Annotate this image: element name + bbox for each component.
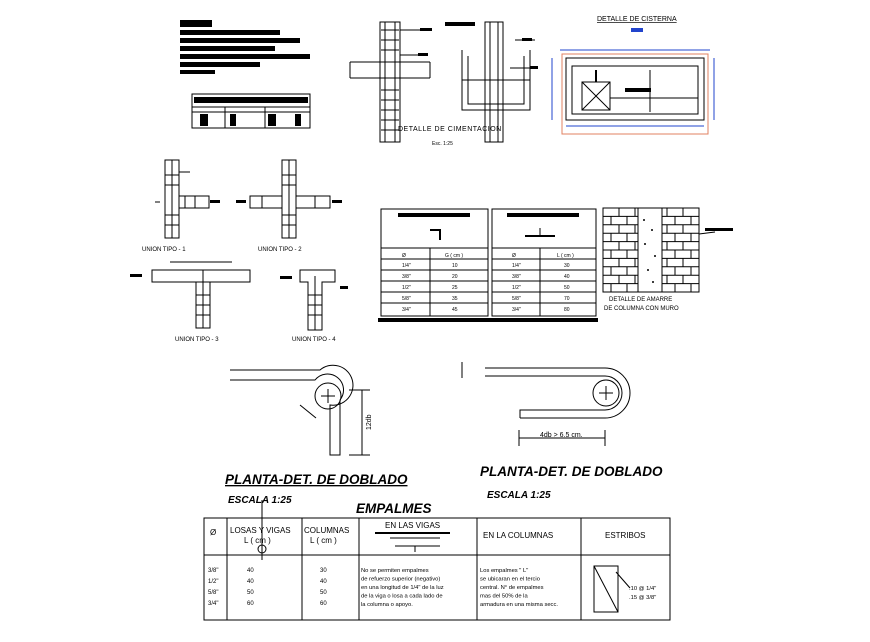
hook-l-value-cell: 30 <box>564 263 570 269</box>
hook-table-g: Ø G ( cm ) 1/4" 10 3/8" 20 1/2" 25 5/8" 35 3/4" 4… <box>380 208 489 317</box>
union-tipo-1-drawing <box>155 159 220 239</box>
empalmes-columnas-cell: 50 <box>320 590 327 596</box>
empalmes-header-vigas: EN LAS VIGAS <box>385 521 440 530</box>
hook-g-diam-cell: 1/4" <box>402 263 411 269</box>
empalmes-vigas-note: No se permiten empalmes de refuerzo super… <box>361 568 444 608</box>
empalmes-header-en-columnas: EN LA COLUMNAS <box>483 531 553 540</box>
empalmes-table <box>203 500 671 621</box>
hook-l-rows: 1/4" 30 3/8" 40 1/2" 50 5/8" 70 3/4" 80 <box>492 258 596 313</box>
empalmes-title: EMPALMES <box>356 501 432 516</box>
vigas-note-line: en una longitud de 1/4" de la luz <box>361 585 444 591</box>
empalmes-header-estribos: ESTRIBOS <box>605 531 645 540</box>
empalmes-columnas-cell: 60 <box>320 601 327 607</box>
empalmes-columnas-cell: 30 <box>320 568 327 574</box>
union-tipo-2-label: UNION TIPO - 2 <box>258 247 302 253</box>
doblado-left-title: PLANTA-DET. DE DOBLADO <box>225 472 408 487</box>
hook-l-diam-cell: 1/2" <box>512 285 521 291</box>
empalmes-columnas-cell: 40 <box>320 579 327 585</box>
empalmes-losas-cell: 60 <box>247 601 254 607</box>
hook-table-l: Ø L ( cm ) 1/4" 30 3/8" 40 1/2" 50 5/8" 70 3/4" 8… <box>491 208 597 317</box>
estribos-note-line: .10 @ 1/4" <box>629 586 656 592</box>
hook-g-header-g: G ( cm ) <box>445 253 463 259</box>
doblado-right-dim: 4db > 6.5 cm. <box>540 432 583 439</box>
vigas-note-line: de refuerzo superior (negativo) <box>361 577 440 583</box>
hook-l-diam-cell: 5/8" <box>512 296 521 302</box>
hook-g-value-cell: 25 <box>452 285 458 291</box>
doblado-right-scale: ESCALA 1:25 <box>487 490 551 501</box>
empalmes-diam-cell: 5/8" <box>208 590 218 596</box>
doblado-left-scale: ESCALA 1:25 <box>228 495 292 506</box>
hook-g-value-cell: 45 <box>452 307 458 313</box>
doblado-right-title: PLANTA-DET. DE DOBLADO <box>480 464 663 479</box>
empalmes-rows: 3/8" 40 30 1/2" 40 40 5/8" 50 50 3/4" 60 60 <box>208 568 327 607</box>
hook-l-value-cell: 80 <box>564 307 570 313</box>
cimentacion-title: DETALLE DE CIMENTACION <box>398 126 502 133</box>
hook-l-diam-cell: 3/8" <box>512 274 521 280</box>
hook-g-diam-cell: 3/8" <box>402 274 411 280</box>
cistern-title: DETALLE DE CISTERNA <box>597 16 677 23</box>
notes-block <box>180 20 310 74</box>
hook-g-header-diam: Ø <box>402 253 406 259</box>
empalmes-header-losas: LOSAS Y VIGAS <box>230 526 291 535</box>
empalmes-diam-cell: 3/4" <box>208 601 218 607</box>
empalmes-header-losas-unit: L ( cm ) <box>244 536 271 545</box>
empalmes-losas-cell: 40 <box>247 568 254 574</box>
union-tipo-1-label: UNION TIPO - 1 <box>142 247 186 253</box>
cimentacion-detail-1 <box>349 21 432 143</box>
amarre-title-line1: DETALLE DE AMARRE <box>609 297 672 303</box>
doblado-right-drawing <box>461 362 631 446</box>
doblado-left-drawing <box>230 364 370 456</box>
union-tipo-2-drawing <box>236 159 342 239</box>
empalmes-losas-cell: 50 <box>247 590 254 596</box>
columnas-note-line: mas del 50% de la <box>480 594 528 600</box>
hook-l-diam-cell: 1/4" <box>512 263 521 269</box>
hook-g-value-cell: 10 <box>452 263 458 269</box>
union-tipo-3-drawing <box>130 261 251 329</box>
union-tipo-4-drawing <box>280 269 348 331</box>
empalmes-estribos-note: .10 @ 1/4" .15 @ 3/8" <box>629 586 656 601</box>
hook-l-value-cell: 70 <box>564 296 570 302</box>
empalmes-diam-cell: 1/2" <box>208 579 218 585</box>
vigas-note-line: No se permiten empalmes <box>361 568 429 574</box>
amarre-wall <box>602 207 733 293</box>
estribos-note-line: .15 @ 3/8" <box>629 595 656 601</box>
hook-g-value-cell: 20 <box>452 274 458 280</box>
small-reinforcement-table <box>191 93 311 129</box>
hook-l-header-diam: Ø <box>512 253 516 259</box>
hook-l-header-l: L ( cm ) <box>557 253 574 259</box>
hook-g-diam-cell: 3/4" <box>402 307 411 313</box>
hook-l-value-cell: 50 <box>564 285 570 291</box>
hook-g-value-cell: 35 <box>452 296 458 302</box>
columnas-note-line: Los empalmes " L" <box>480 568 528 574</box>
doblado-left-dim: 12db <box>366 414 373 430</box>
columnas-note-line: central. N° de empalmes <box>480 585 544 591</box>
amarre-title-line2: DE COLUMNA CON MURO <box>604 306 679 312</box>
cimentacion-detail-2 <box>445 21 538 143</box>
union-tipo-3-label: UNION TIPO - 3 <box>175 337 219 343</box>
empalmes-header-columnas: COLUMNAS <box>304 526 349 535</box>
hook-l-value-cell: 40 <box>564 274 570 280</box>
hook-g-diam-cell: 5/8" <box>402 296 411 302</box>
vigas-note-line: la columna o apoyo. <box>361 602 413 608</box>
hook-g-rows: 1/4" 10 3/8" 20 1/2" 25 5/8" 35 3/4" 45 <box>381 258 488 313</box>
empalmes-header-columnas-unit: L ( cm ) <box>310 536 337 545</box>
union-tipo-4-label: UNION TIPO - 4 <box>292 337 336 343</box>
hook-g-diam-cell: 1/2" <box>402 285 411 291</box>
columnas-note-line: armadura en una misma secc. <box>480 602 558 608</box>
cimentacion-scale: Esc. 1:25 <box>432 141 453 147</box>
columnas-note-line: se ubicaran en el tercio <box>480 577 540 583</box>
empalmes-losas-cell: 40 <box>247 579 254 585</box>
empalmes-columnas-note: Los empalmes " L" se ubicaran en el terci… <box>480 568 558 608</box>
empalmes-diam-cell: 3/8" <box>208 568 218 574</box>
vigas-note-line: de la viga o losa a cada lado de <box>361 594 443 600</box>
hook-l-diam-cell: 3/4" <box>512 307 521 313</box>
empalmes-header-diam: Ø <box>210 528 216 537</box>
cistern-plan <box>551 28 715 135</box>
